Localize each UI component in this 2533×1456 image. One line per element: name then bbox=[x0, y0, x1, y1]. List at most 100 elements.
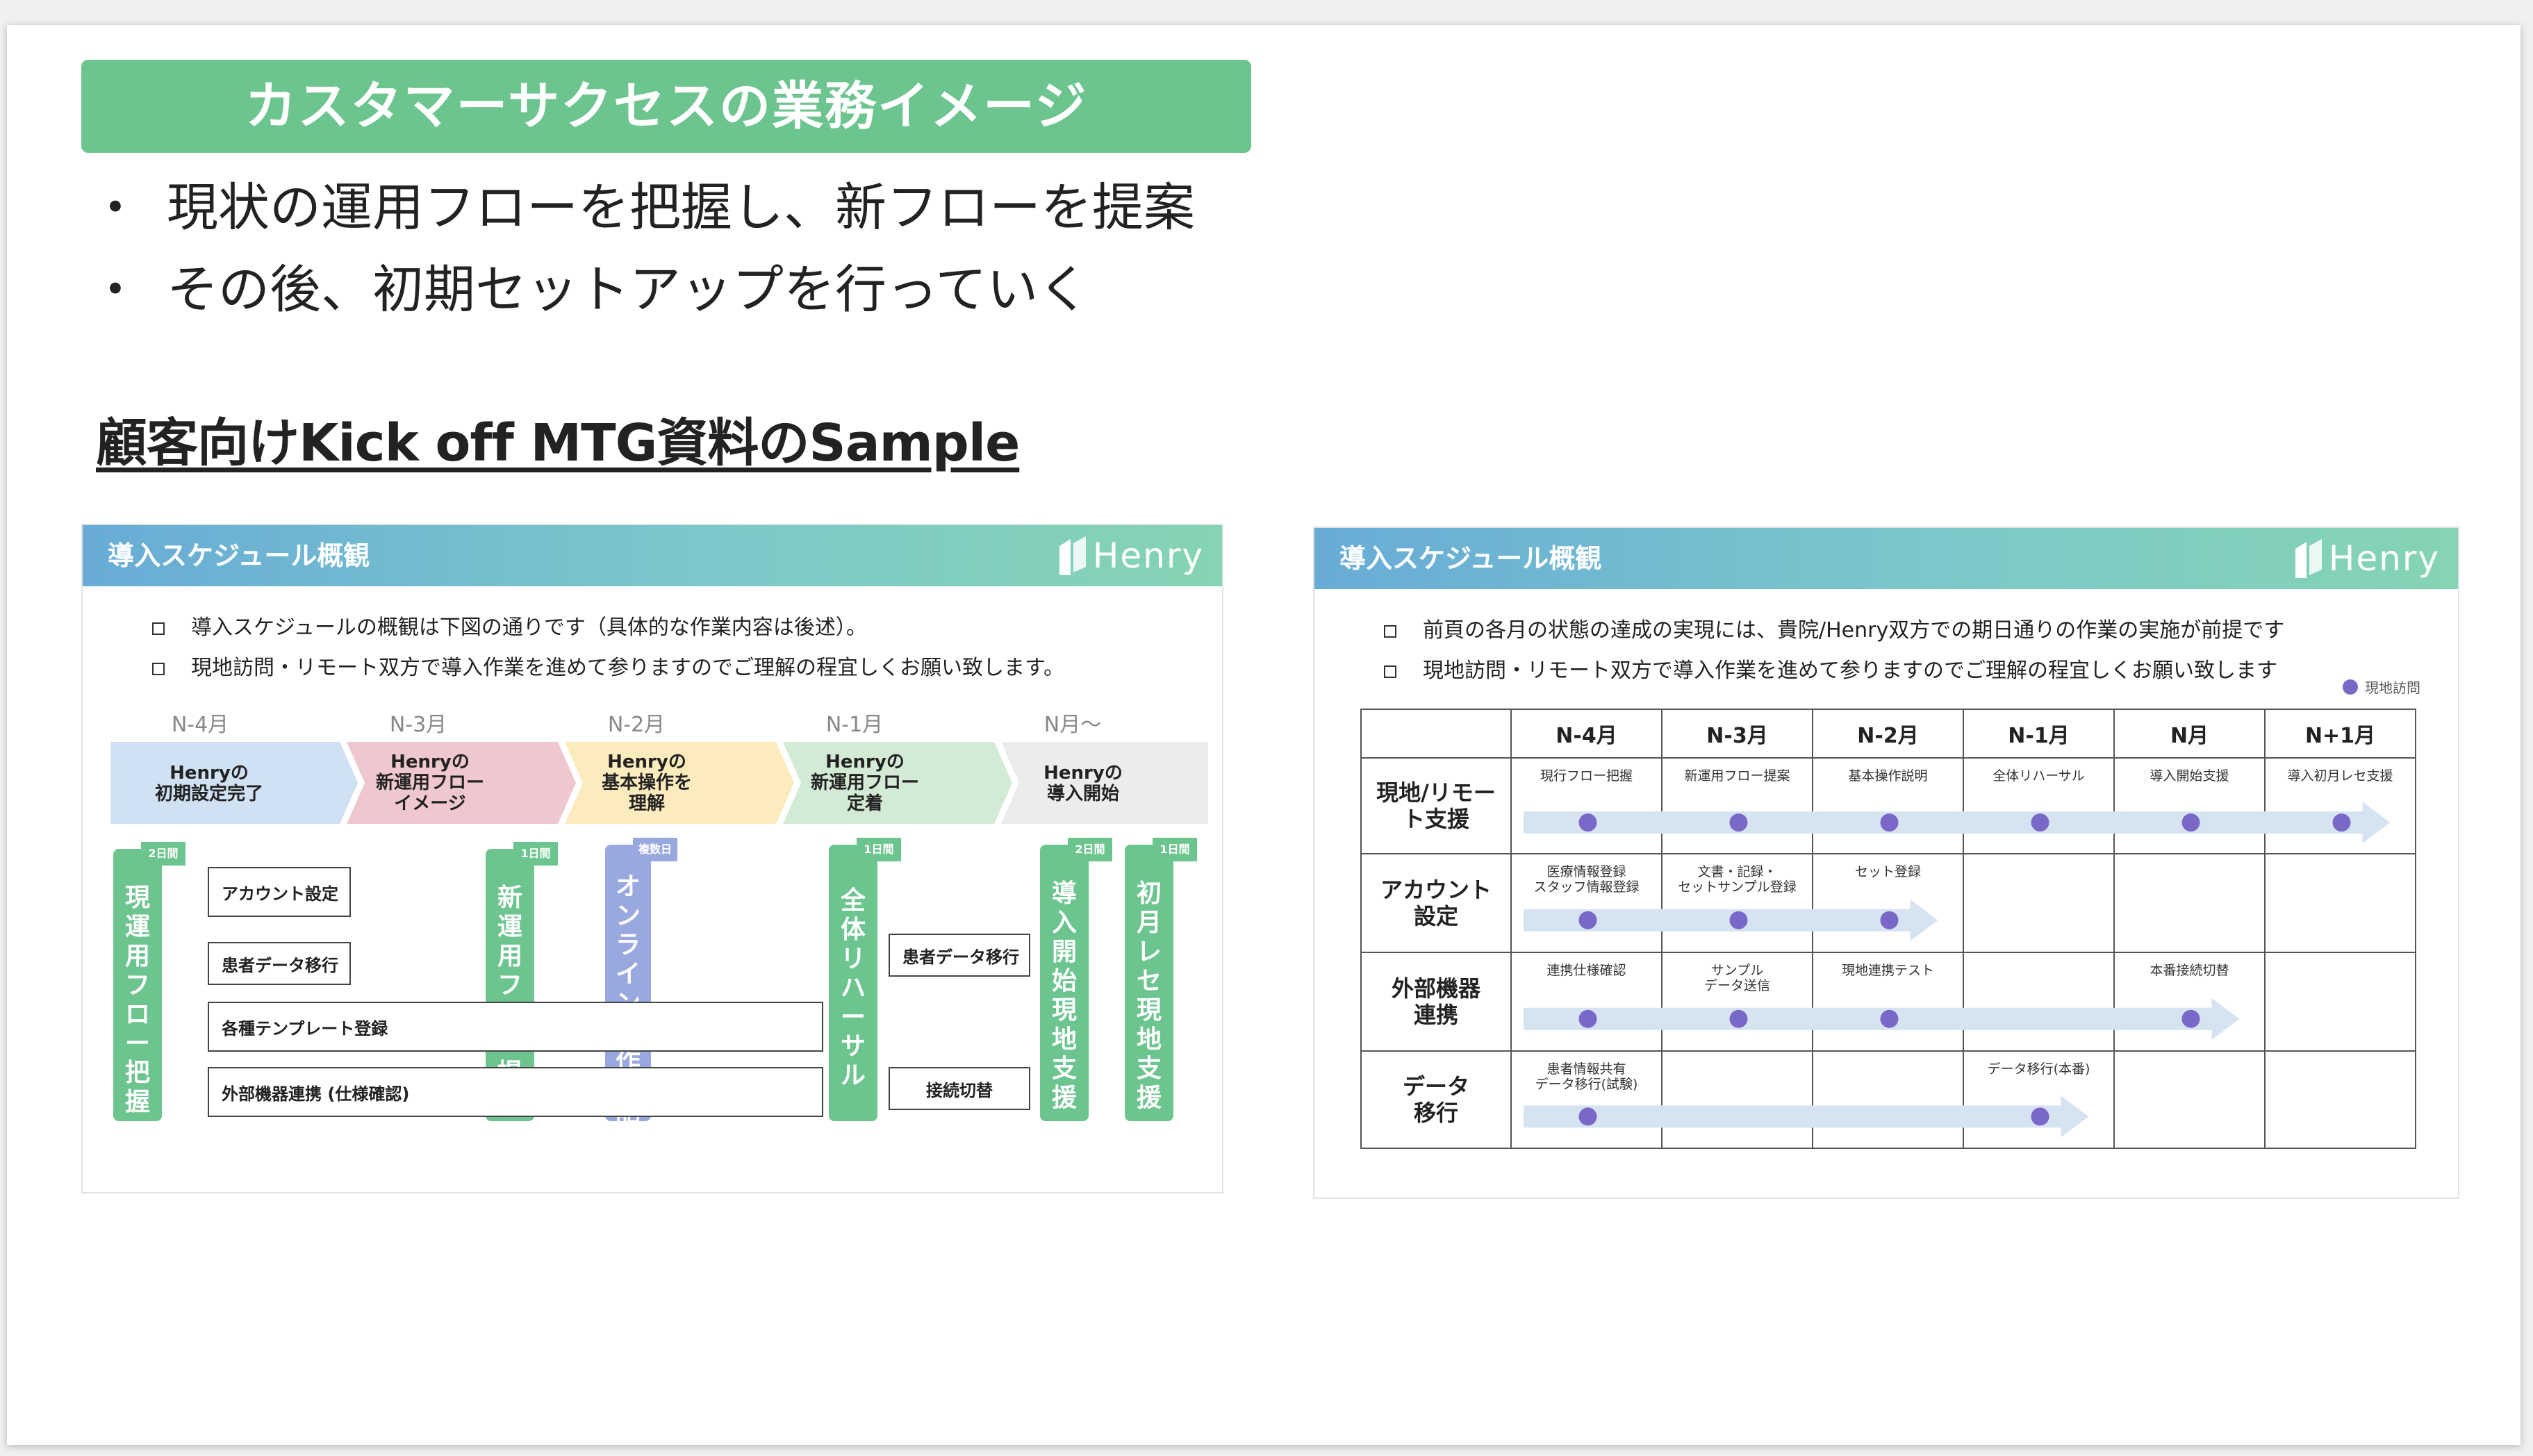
phase-chevron bbox=[1001, 742, 1208, 824]
bullet-item: •その後、初期セットアップを行っていく bbox=[104, 249, 1195, 331]
sample-slide-schedule-flow: 導入スケジュール概観 Henry 導入スケジュールの概観は下図の通りです（具体的… bbox=[81, 524, 1223, 1193]
table-row: データ 移行患者情報共有 データ移行(試験) データ移行(本番) bbox=[1360, 1050, 2416, 1149]
sample-slide-schedule-table: 導入スケジュール概観 Henry 前頁の各月の状態の達成の実現には、貴院/Hen… bbox=[1313, 527, 2459, 1199]
task-box: アカウント設定 bbox=[208, 867, 351, 917]
month-label: N-3月 bbox=[389, 713, 447, 737]
visit-dot bbox=[1729, 911, 1748, 929]
task-box: 外部機器連携 (仕様確認) bbox=[208, 1067, 823, 1117]
slide: カスタマーサクセスの業務イメージ •現状の運用フローを把握し、新フローを提案 •… bbox=[7, 25, 2520, 1445]
cell-text: 医療情報登録 スタッフ情報登録 bbox=[1533, 864, 1640, 895]
timeline-arrows bbox=[1524, 802, 2391, 1138]
duration-tag: 2日間 bbox=[141, 842, 185, 866]
month-label: N月～ bbox=[1043, 713, 1102, 737]
visit-dot bbox=[1729, 813, 1748, 832]
note-line: 前頁の各月の状態の達成の実現には、貴院/Henry双方での期日通りの作業の実施が… bbox=[1384, 613, 2284, 643]
duration-tag: 1日間 bbox=[857, 838, 901, 861]
bullet-dot-icon: • bbox=[104, 267, 126, 311]
phase-label: Henryの 初期設定完了 bbox=[154, 763, 263, 804]
visit-flag: 2日間 現運用フロー把握 bbox=[113, 842, 185, 1121]
cell-text: データ移行(本番) bbox=[1987, 1061, 2090, 1077]
schedule-table: N-4月 N-3月 N-2月 N-1月 N月 N+1月 現地/リモー ト支援現行… bbox=[1360, 709, 2416, 1149]
phase-chevrons bbox=[110, 742, 1208, 824]
month-label: N-4月 bbox=[171, 713, 229, 737]
table-row: 外部機器 連携連携仕様確認サンプル データ送信現地連携テスト本番接続切替 bbox=[1360, 952, 2416, 1052]
column-header: N-3月 bbox=[1661, 709, 1813, 759]
duration-tag: 複数日 bbox=[633, 838, 677, 861]
note-line: 現地訪問・リモート双方で導入作業を進めて参りますのでご理解の程宜しくお願い致しま… bbox=[1384, 653, 2277, 684]
table-cell: サンプル データ送信 bbox=[1661, 952, 1813, 1052]
visit-flag: 1日間 初月レセ現地支援 bbox=[1125, 838, 1197, 1121]
cell-text: 全体リハーサル bbox=[1992, 768, 2085, 784]
checkbox-icon bbox=[1384, 625, 1396, 638]
column-header: N+1月 bbox=[2264, 709, 2416, 759]
table-row: 現地/リモー ト支援現行フロー把握新運用フロー提案基本操作説明全体リハーサル導入… bbox=[1360, 757, 2416, 854]
visit-dot bbox=[1729, 1009, 1748, 1028]
table-cell bbox=[2113, 853, 2266, 953]
slide-title-banner: カスタマーサクセスの業務イメージ bbox=[81, 60, 1251, 153]
henry-logo-icon bbox=[1059, 536, 1086, 575]
henry-logo: Henry bbox=[2295, 536, 2440, 581]
cell-text: 導入初月レセ支援 bbox=[2287, 768, 2393, 784]
corner-cell bbox=[1360, 709, 1512, 759]
visit-dot bbox=[2031, 1107, 2049, 1126]
table-cell bbox=[1661, 1050, 1813, 1149]
bullet-dot-icon: • bbox=[104, 185, 126, 229]
visit-dot bbox=[1880, 911, 1899, 929]
table-cell bbox=[1812, 1050, 1964, 1149]
visit-dot bbox=[2181, 813, 2200, 832]
task-box: 患者データ移行 bbox=[208, 942, 351, 985]
table-cell bbox=[2113, 1050, 2266, 1149]
henry-logo: Henry bbox=[1059, 533, 1204, 578]
phase-chevron bbox=[565, 742, 794, 824]
table-cell: 本番接続切替 bbox=[2113, 952, 2266, 1052]
visit-dot bbox=[1880, 1009, 1899, 1028]
duration-tag: 2日間 bbox=[1068, 838, 1112, 861]
table-cell bbox=[2264, 853, 2416, 953]
task-box: 接続切替 bbox=[889, 1067, 1030, 1110]
table-cell bbox=[1963, 952, 2115, 1052]
task-box: 各種テンプレート登録 bbox=[208, 1002, 823, 1052]
cell-text: 新運用フロー提案 bbox=[1684, 768, 1790, 784]
phase-chevron bbox=[783, 742, 1012, 824]
table-cell: 患者情報共有 データ移行(試験) bbox=[1510, 1050, 1662, 1149]
thumb-header: 導入スケジュール概観 Henry bbox=[83, 525, 1222, 586]
table-cell: セット登録 bbox=[1812, 853, 1964, 953]
table-cell: 医療情報登録 スタッフ情報登録 bbox=[1510, 853, 1662, 953]
checkbox-icon bbox=[1384, 665, 1396, 678]
visit-flag: 1日間 全体リハーサル bbox=[829, 838, 901, 1121]
cell-text: 現地連携テスト bbox=[1841, 963, 1934, 978]
timeline-arrow bbox=[1524, 1095, 2089, 1138]
table-cell: 導入開始支援 bbox=[2113, 757, 2266, 854]
checkbox-icon bbox=[152, 663, 165, 675]
visit-dot bbox=[1578, 1009, 1597, 1028]
task-box: 患者データ移行 bbox=[889, 934, 1030, 977]
visit-dot bbox=[2181, 1009, 2200, 1028]
table-cell: 基本操作説明 bbox=[1812, 757, 1964, 854]
table-row: アカウント 設定医療情報登録 スタッフ情報登録 文書・記録・ セットサンプル登録セ… bbox=[1360, 853, 2416, 953]
note-line: 現地訪問・リモート双方で導入作業を進めて参りますのでご理解の程宜しくお願い致しま… bbox=[152, 650, 1064, 681]
row-header: データ 移行 bbox=[1360, 1050, 1512, 1149]
table-cell: 現地連携テスト bbox=[1812, 952, 1964, 1052]
bullet-item: •現状の運用フローを把握し、新フローを提案 bbox=[104, 167, 1195, 249]
table-cell: 全体リハーサル bbox=[1963, 757, 2115, 854]
cell-text: サンプル データ送信 bbox=[1703, 963, 1770, 993]
timeline-arrow bbox=[1524, 802, 2391, 844]
phase-label: Henryの 新運用フロー イメージ bbox=[375, 752, 484, 814]
checkbox-icon bbox=[152, 622, 165, 635]
month-label: N-1月 bbox=[825, 713, 884, 737]
bullet-list: •現状の運用フローを把握し、新フローを提案 •その後、初期セットアップを行ってい… bbox=[104, 167, 1195, 331]
cell-text: 文書・記録・ セットサンプル登録 bbox=[1678, 864, 1797, 895]
cell-text: 導入開始支援 bbox=[2150, 768, 2229, 784]
table-cell bbox=[2264, 952, 2416, 1052]
phase-label: Henryの 導入開始 bbox=[1043, 763, 1123, 804]
phase-chevron bbox=[347, 742, 576, 824]
row-header: アカウント 設定 bbox=[1360, 853, 1512, 953]
visit-flag: 2日間 導入開始現地支援 bbox=[1040, 838, 1112, 1121]
visit-dot bbox=[2332, 813, 2351, 832]
cell-text: 患者情報共有 データ移行(試験) bbox=[1535, 1061, 1638, 1092]
table-cell: 文書・記録・ セットサンプル登録 bbox=[1661, 853, 1813, 953]
visit-dot bbox=[1578, 911, 1597, 929]
table-header-row: N-4月 N-3月 N-2月 N-1月 N月 N+1月 bbox=[1360, 709, 2416, 759]
phase-chevron bbox=[110, 742, 358, 824]
table-cell: 現行フロー把握 bbox=[1510, 757, 1662, 854]
